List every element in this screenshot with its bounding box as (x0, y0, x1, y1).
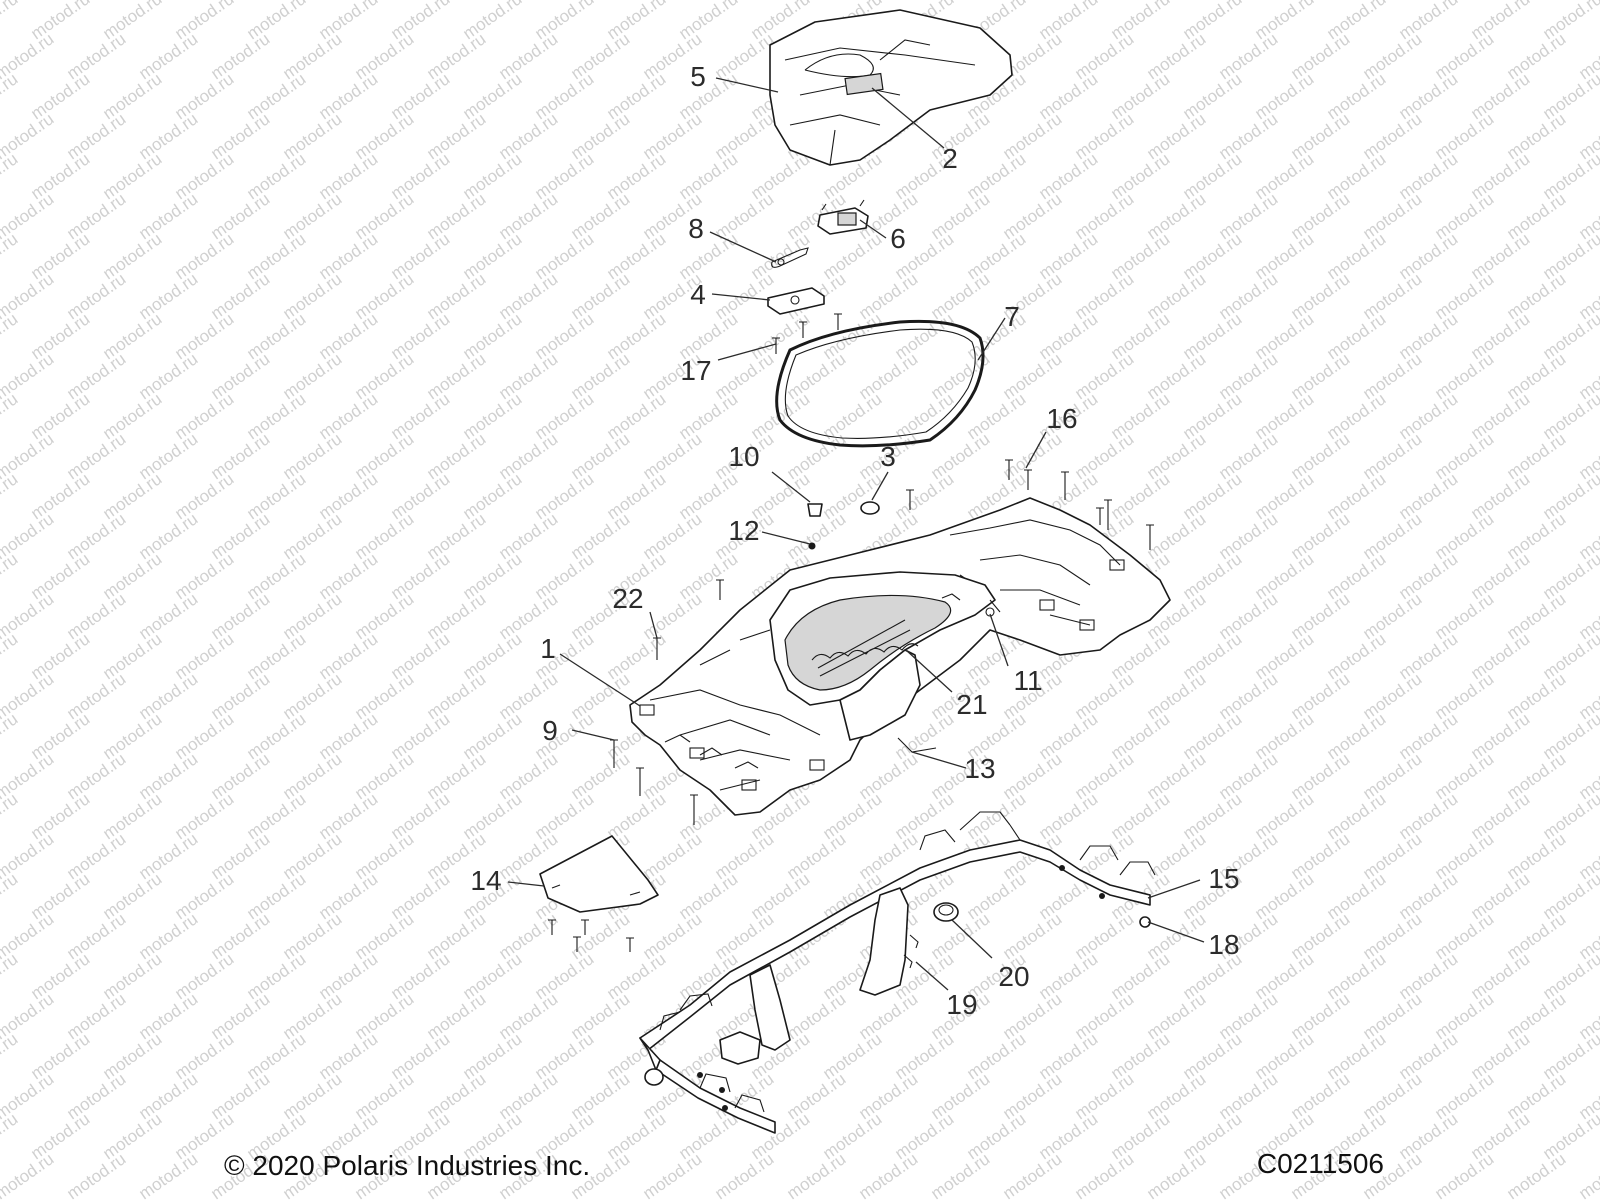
watermark-text: motod.ru (0, 789, 21, 843)
callout-21: 21 (956, 689, 987, 720)
callout-15: 15 (1208, 863, 1239, 894)
watermark-text: motod.ru (783, 1149, 849, 1200)
callout-5: 5 (690, 61, 706, 92)
part-10-fastener (807, 503, 823, 517)
callout-14: 14 (470, 865, 501, 896)
part-21-storage-bin (769, 571, 1001, 741)
callout-leaders (507, 77, 1205, 991)
callout-11: 11 (1013, 665, 1042, 696)
part-12-nut (808, 542, 816, 550)
watermark-text: motod.ru (639, 1149, 705, 1200)
watermark-text: motod.ru (999, 1149, 1065, 1200)
watermark-text: motod.ru (0, 0, 21, 43)
watermark-text: motod.ru (855, 1149, 921, 1200)
watermark-text: motod.ru (0, 629, 21, 683)
watermark-text: motod.ru (0, 869, 21, 923)
watermark-text: motod.ru (1503, 1149, 1569, 1200)
callout-6: 6 (890, 223, 906, 254)
callout-12: 12 (728, 515, 759, 546)
callout-8: 8 (688, 213, 704, 244)
watermark-text: motod.ru (0, 709, 21, 763)
part-8-clip (771, 247, 809, 268)
callout-22: 22 (612, 583, 643, 614)
callout-4: 4 (690, 279, 706, 310)
watermark-text: motod.ru (63, 1149, 129, 1200)
watermark-text: motod.ru (0, 949, 21, 1003)
watermark-text: motod.ru (135, 1149, 201, 1200)
watermark-text: motod.ru (0, 1109, 21, 1163)
callout-10: 10 (728, 441, 759, 472)
watermark-text: motod.ru (0, 389, 21, 443)
callout-labels: 5 2 8 6 4 7 17 16 10 3 12 22 1 11 21 9 1… (470, 61, 1239, 1020)
watermark-text: motod.ru (0, 469, 21, 523)
callout-9: 9 (542, 715, 558, 746)
watermark-text: motod.ru (1071, 1149, 1137, 1200)
copyright-text: © 2020 Polaris Industries Inc. (224, 1150, 591, 1181)
callout-16: 16 (1046, 403, 1077, 434)
callout-1: 1 (540, 633, 556, 664)
watermark-text: motod.ru (1143, 1149, 1209, 1200)
watermark-text: motod.ru (1575, 1149, 1600, 1200)
watermark-text: motod.ru (0, 1149, 57, 1200)
callout-2: 2 (942, 143, 958, 174)
watermark-text: motod.ru (1575, 0, 1600, 3)
diagram-code: C0211506 (1256, 1148, 1384, 1179)
part-18-nut (1139, 916, 1151, 928)
watermark-text: motod.ru (927, 1149, 993, 1200)
part-7-seal (775, 319, 985, 448)
callout-7: 7 (1004, 301, 1020, 332)
part-15-rear-frame (639, 811, 1156, 1134)
part-20-grommet (933, 902, 959, 922)
watermark-text: motod.ru (0, 1029, 21, 1083)
watermark-text: motod.ru (1431, 1149, 1497, 1200)
watermark-text: motod.ru (0, 309, 21, 363)
watermark-text: motod.ru (711, 1149, 777, 1200)
part-4-plate (767, 287, 825, 315)
callout-13: 13 (964, 753, 995, 784)
part-6-latch (817, 199, 869, 235)
part-19-bolts (903, 934, 919, 969)
callout-19: 19 (946, 989, 977, 1020)
part-14-panel (539, 835, 659, 952)
watermark-text: motod.ru (0, 149, 21, 203)
part-17-screws (772, 313, 842, 354)
callout-3: 3 (880, 441, 896, 472)
watermark-text: motod.ru (0, 229, 21, 283)
watermark-text: motod.ru (0, 69, 21, 123)
callout-20: 20 (998, 961, 1029, 992)
watermark-text: motod.ru (0, 549, 21, 603)
part-16-bolts (716, 459, 1154, 600)
callout-18: 18 (1208, 929, 1239, 960)
callout-17: 17 (680, 355, 711, 386)
part-3-cap (860, 501, 880, 515)
